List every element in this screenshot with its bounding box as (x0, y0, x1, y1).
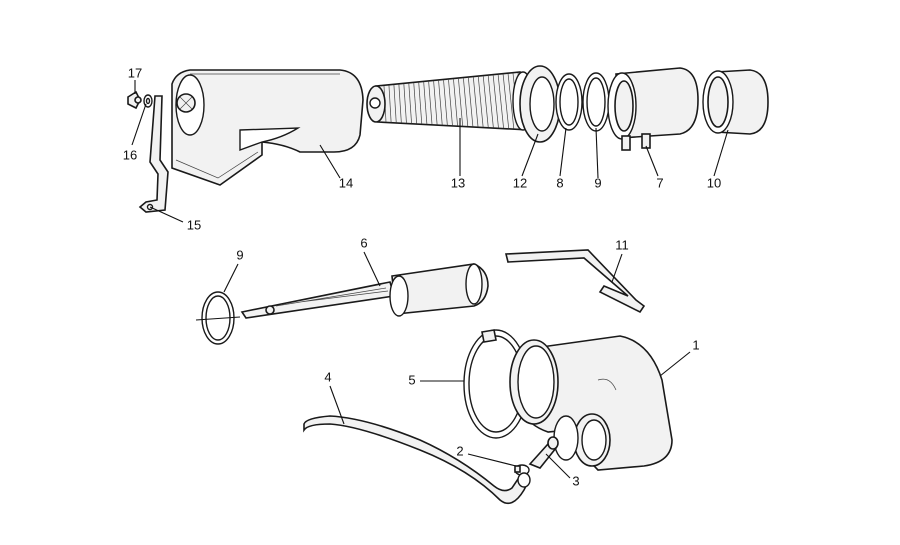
part-6-tube-rod (240, 263, 489, 319)
callout-14: 14 (339, 175, 353, 190)
filter-pleat (423, 82, 428, 125)
filter-pleat (458, 78, 464, 126)
filter-pleat (428, 81, 433, 125)
filter-pleat (487, 75, 494, 128)
filter-pleat (477, 76, 484, 127)
part-9-ring-top (582, 72, 610, 132)
part-5-clamp-band (463, 329, 529, 439)
filter-pleat (463, 78, 469, 127)
callout-3: 3 (572, 473, 579, 488)
part-9-ring-middle (195, 291, 241, 345)
filter-pleat (472, 77, 479, 127)
part-3-elbow-fitting (528, 436, 559, 469)
filter-pleat (507, 73, 515, 129)
filter-pleat (408, 83, 412, 124)
callout-17: 17 (128, 65, 142, 80)
callout-labels: 17 16 15 14 13 12 8 9 7 10 9 6 11 1 5 4 … (123, 65, 721, 488)
filter-pleat (413, 83, 418, 124)
callout-12: 12 (513, 175, 527, 190)
part-8-ring (555, 73, 583, 131)
filter-pleat (497, 74, 504, 128)
callout-2: 2 (456, 443, 463, 458)
filter-pleat (502, 74, 510, 129)
callout-16: 16 (123, 147, 137, 162)
filter-pleat (482, 76, 489, 128)
filter-pleat (393, 85, 397, 123)
part-4-hose (303, 415, 531, 505)
part-7-filter-cup (607, 67, 699, 151)
part-14-intake-housing (171, 69, 364, 186)
filter-pleat (398, 84, 402, 123)
filter-pleat (403, 84, 407, 124)
callout-7: 7 (656, 175, 663, 190)
leader-lines (131, 80, 729, 479)
callout-5: 5 (408, 372, 415, 387)
callout-8: 8 (556, 175, 563, 190)
callout-15: 15 (187, 217, 201, 232)
part-12-seal (519, 65, 561, 143)
callout-4: 4 (324, 369, 331, 384)
filter-pleat (433, 81, 438, 125)
filter-pleat (492, 75, 499, 128)
filter-pleat (448, 79, 453, 126)
callout-9-middle: 9 (236, 247, 243, 262)
filter-pleat (418, 82, 423, 124)
part-17-wing-knob (127, 90, 142, 110)
part-15-bracket (138, 95, 169, 213)
part-11-crank-rod (504, 249, 646, 314)
callout-9-top: 9 (594, 175, 601, 190)
callout-13: 13 (451, 175, 465, 190)
callout-1: 1 (692, 337, 699, 352)
filter-pleat (443, 80, 448, 126)
part-13-filter-element (366, 71, 534, 131)
filter-pleat (453, 79, 458, 126)
callout-6: 6 (360, 235, 367, 250)
callout-11: 11 (615, 237, 629, 252)
filter-pleat (438, 80, 443, 125)
callout-10: 10 (707, 175, 721, 190)
filter-pleat (468, 77, 474, 127)
filter-pleat (388, 85, 392, 123)
part-1-elbow-housing (509, 335, 673, 471)
part-10-sleeve (702, 69, 769, 135)
